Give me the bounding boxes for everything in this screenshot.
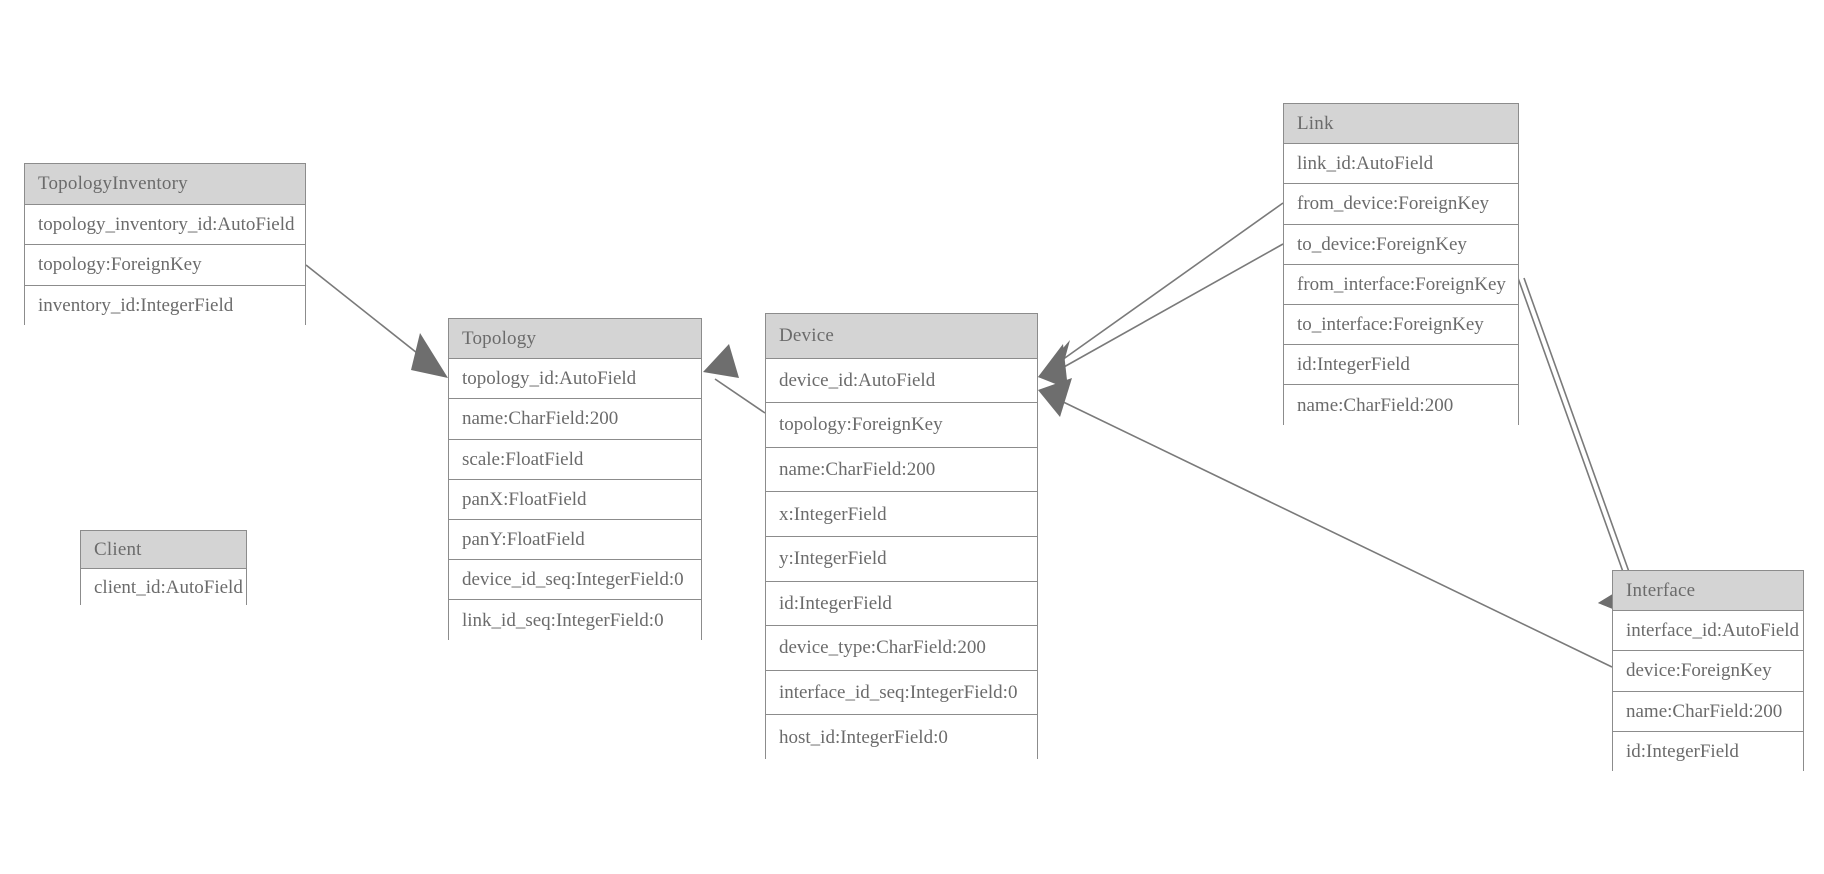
entity-field-row: id:IntegerField — [1613, 731, 1803, 772]
entity-field-row: id:IntegerField — [1284, 345, 1518, 386]
entity-field-row: link_id:AutoField — [1284, 144, 1518, 185]
entity-title-client: Client — [81, 531, 246, 569]
entity-field-row: x:IntegerField — [766, 492, 1037, 537]
entity-field-row: topology:ForeignKey — [766, 403, 1037, 448]
entity-field-row: to_device:ForeignKey — [1284, 224, 1518, 265]
entity-field-row: topology_inventory_id:AutoField — [25, 204, 305, 245]
entity-field-row: to_interface:ForeignKey — [1284, 304, 1518, 346]
entity-field-row: link_id_seq:IntegerField:0 — [449, 600, 701, 641]
relationship-line-device-to-topology — [714, 378, 766, 414]
entity-field-row: name:CharField:200 — [449, 399, 701, 440]
entity-field-row: device_id:AutoField — [766, 358, 1037, 404]
entity-field-row: interface_id:AutoField — [1613, 611, 1803, 652]
entity-title-device: Device — [766, 314, 1037, 359]
entity-field-row: inventory_id:IntegerField — [25, 285, 305, 326]
entity-field-row: from_device:ForeignKey — [1284, 184, 1518, 225]
relationship-line-link-to-interface — [1523, 277, 1639, 598]
relationship-arrowhead-interface-to-device — [1038, 378, 1072, 417]
relationship-arrowhead-device-to-topology — [703, 344, 739, 378]
entity-field-row: name:CharField:200 — [766, 447, 1037, 493]
entity-field-row: scale:FloatField — [449, 439, 701, 480]
entity-field-row: device:ForeignKey — [1613, 651, 1803, 692]
entity-field-row: name:CharField:200 — [1613, 691, 1803, 732]
entity-title-link: Link — [1284, 104, 1518, 145]
entity-field-row: device_type:CharField:200 — [766, 626, 1037, 671]
relationship-line-link-from-interface — [1517, 277, 1633, 598]
entity-title-interface: Interface — [1613, 571, 1803, 612]
entity-field-row: topology_id:AutoField — [449, 359, 701, 400]
entity-field-row: y:IntegerField — [766, 536, 1037, 582]
entity-field-row: panY:FloatField — [449, 519, 701, 561]
relationship-arrowhead-link-from-device — [1038, 340, 1070, 384]
entity-title-topology_inventory: TopologyInventory — [25, 164, 305, 205]
entity-field-row: topology:ForeignKey — [25, 245, 305, 286]
entity-field-row: name:CharField:200 — [1284, 385, 1518, 426]
relationship-arrowhead-topologyinventory-to-topology — [411, 333, 448, 378]
entity-field-row: device_id_seq:IntegerField:0 — [449, 560, 701, 601]
relationship-line-link-from-device — [1054, 202, 1284, 366]
relationship-line-interface-to-device — [1054, 397, 1613, 668]
entity-title-topology: Topology — [449, 319, 701, 360]
relationship-arrowhead-link-to-device — [1038, 344, 1068, 389]
entity-field-row: panX:FloatField — [449, 479, 701, 520]
entity-field-row: from_interface:ForeignKey — [1284, 264, 1518, 305]
relationship-line-topologyinventory-to-topology — [305, 264, 442, 373]
relationship-line-link-to-device — [1054, 243, 1284, 373]
entity-field-row: id:IntegerField — [766, 581, 1037, 627]
entity-field-row: host_id:IntegerField:0 — [766, 715, 1037, 760]
entity-field-row: client_id:AutoField — [81, 568, 246, 606]
entity-field-row: interface_id_seq:IntegerField:0 — [766, 670, 1037, 716]
